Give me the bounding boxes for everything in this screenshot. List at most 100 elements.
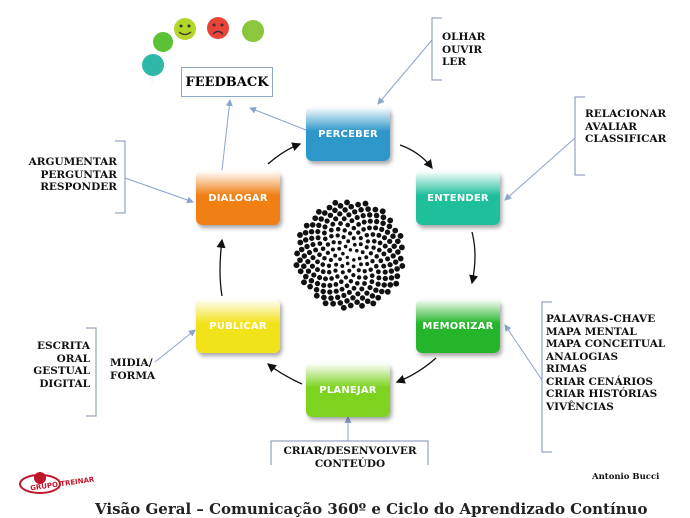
center-dot [301, 279, 307, 286]
arrow-perceber-entender [399, 144, 433, 170]
center-dot [333, 216, 339, 222]
center-dot [380, 220, 386, 227]
center-dot [294, 250, 301, 257]
center-dot [302, 229, 309, 236]
center-dot [392, 259, 399, 265]
author-credit: Antonio Bucci [592, 472, 660, 482]
center-dot [328, 295, 334, 301]
center-dot [351, 285, 357, 291]
center-dot [335, 294, 341, 300]
center-dot [322, 224, 328, 230]
center-dot [352, 258, 356, 262]
center-dot [325, 250, 331, 256]
center-dot [382, 269, 388, 275]
center-dot [394, 273, 401, 280]
center-dot [322, 255, 327, 261]
center-dot [335, 274, 340, 279]
happy-face-icon [174, 18, 196, 40]
center-dot [305, 268, 312, 274]
center-dot [342, 228, 347, 233]
center-dot [315, 259, 320, 265]
center-dot [309, 222, 316, 228]
connector-relacionar [504, 137, 576, 201]
center-dot [306, 249, 313, 256]
center-dot [297, 268, 304, 275]
center-dot [379, 226, 385, 233]
center-dot [387, 262, 393, 268]
arrow-memorizar-planejar [395, 357, 437, 384]
center-dot [351, 225, 357, 231]
center-dot [344, 298, 350, 304]
center-dot [293, 262, 300, 269]
center-dot [381, 251, 387, 257]
center-dot [340, 304, 347, 311]
center-dot [390, 253, 396, 259]
center-dot [309, 263, 315, 269]
center-dot [391, 243, 397, 249]
center-dot [374, 254, 379, 259]
connector-olhar [377, 39, 433, 105]
node-publicar: PUBLICAR [196, 299, 280, 353]
center-dot [367, 225, 372, 231]
center-dot [368, 251, 374, 256]
center-dot [366, 212, 373, 218]
center-dot [315, 208, 322, 215]
center-dot [315, 229, 321, 235]
center-dot [320, 288, 326, 295]
center-dot [381, 263, 387, 269]
center-dot [381, 282, 387, 288]
center-dot [310, 241, 316, 248]
center-dot [323, 276, 328, 282]
center-dot [397, 232, 404, 239]
center-dot [347, 302, 354, 309]
center-dot [387, 247, 393, 254]
center-dot [324, 218, 330, 224]
center-dot [341, 216, 347, 222]
center-dot [331, 240, 336, 245]
center-dot [317, 275, 323, 281]
center-dot [399, 262, 406, 269]
center-dot [337, 240, 342, 245]
node-planejar: PLANEJAR [306, 363, 390, 417]
center-dot [332, 207, 338, 214]
center-dot [365, 206, 371, 212]
center-dot [335, 233, 340, 238]
center-dot [395, 249, 401, 255]
center-dot [375, 281, 381, 287]
center-dot [355, 291, 361, 297]
center-dot [350, 295, 356, 301]
center-dot [364, 298, 371, 305]
center-dot [347, 231, 353, 236]
center-dot [364, 245, 369, 250]
center-dot [326, 269, 332, 275]
center-dot [357, 256, 362, 261]
center-dot [392, 227, 399, 234]
center-dot [348, 203, 355, 210]
center-dot [339, 279, 344, 285]
center-dot [341, 251, 345, 256]
center-dot [380, 214, 387, 221]
center-dot [333, 268, 338, 273]
center-dot [376, 247, 382, 253]
center-dot [352, 242, 357, 247]
center-dot [297, 239, 304, 246]
center-dot [346, 212, 352, 218]
center-dot [337, 203, 344, 209]
center-dot [314, 280, 321, 287]
center-dot [377, 240, 383, 246]
center-dot [329, 276, 334, 281]
thumbs-down-icon [142, 54, 165, 97]
center-dot [347, 268, 352, 273]
center-dot [354, 215, 360, 221]
center-dot [320, 246, 326, 252]
center-dot [387, 217, 394, 224]
center-dot [386, 223, 393, 230]
center-dot [301, 253, 308, 259]
center-dot [365, 239, 371, 244]
bracket-memorizar [541, 301, 552, 453]
center-dot [397, 255, 404, 262]
center-dot [297, 232, 303, 238]
center-dot [343, 244, 348, 249]
